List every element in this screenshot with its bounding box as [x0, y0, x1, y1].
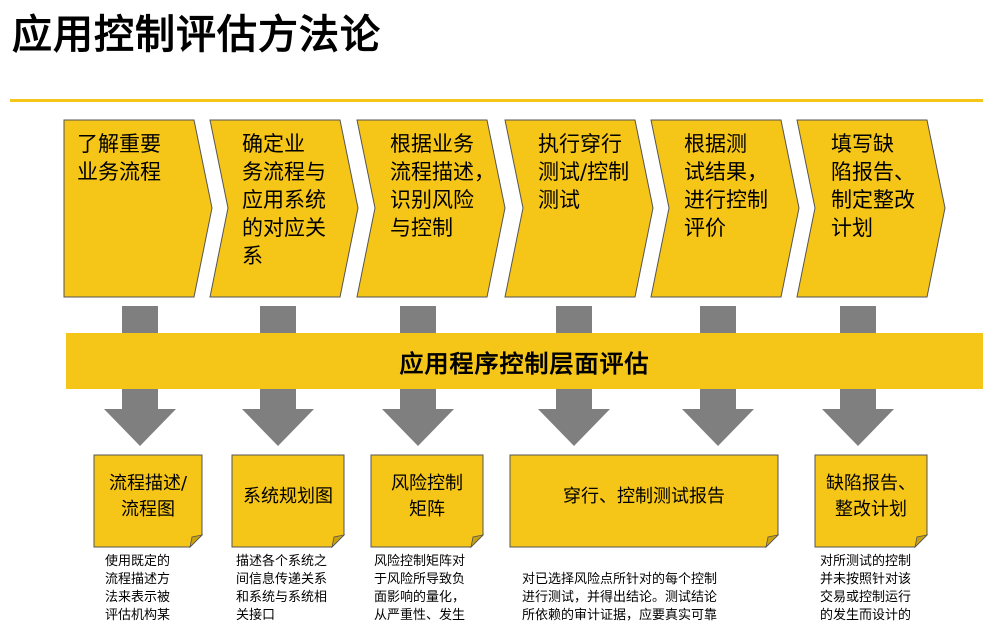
band-label: 应用程序控制层面评估	[399, 349, 650, 378]
chevron-step-2	[209, 119, 359, 298]
chevron-step-5	[650, 119, 800, 298]
output-3-label: 风险控制 矩阵	[391, 473, 463, 520]
step-4-label: 执行穿行 测试/控制 测试	[538, 132, 630, 212]
chevron-step-3	[356, 119, 506, 298]
step-6-label: 填写缺 陷报告、 制定整改 计划	[831, 132, 915, 240]
step-1-label: 了解重要 业务流程	[77, 132, 161, 184]
output-2-label: 系统规划图	[243, 486, 333, 507]
step-3-label: 根据业务 流程描述， 识别风险 与控制	[390, 132, 495, 240]
assessment-band: 应用程序控制层面评估	[66, 333, 983, 389]
step-2-label: 确定业 务流程与 应用系统 的对应关 系	[242, 132, 326, 268]
chevron-step-1	[63, 119, 213, 298]
output-5-description: 对所测试的控制 并未按照针对该 交易或控制运行 的发生而设计的	[820, 554, 912, 623]
step-5-label: 根据测 试结果， 进行控制 评价	[684, 132, 768, 240]
output-3-description: 风险控制矩阵对 于风险所导致负 面影响的量化， 从严重性、发生	[374, 554, 466, 623]
output-2-description: 描述各个系统之 间信息传递关系 和系统与系统相 关接口	[236, 554, 328, 623]
page-title: 应用控制评估方法论	[12, 12, 381, 58]
chevron-step-4	[504, 119, 654, 298]
output-1-description: 使用既定的 流程描述方 法来表示被 评估机构某	[105, 554, 171, 623]
output-4-label: 穿行、控制测试报告	[563, 486, 725, 507]
title-underline	[10, 99, 983, 102]
output-1-label: 流程描述/ 流程图	[108, 473, 188, 520]
output-5-label: 缺陷报告、 整改计划	[826, 473, 916, 520]
chevron-step-6	[796, 119, 946, 298]
